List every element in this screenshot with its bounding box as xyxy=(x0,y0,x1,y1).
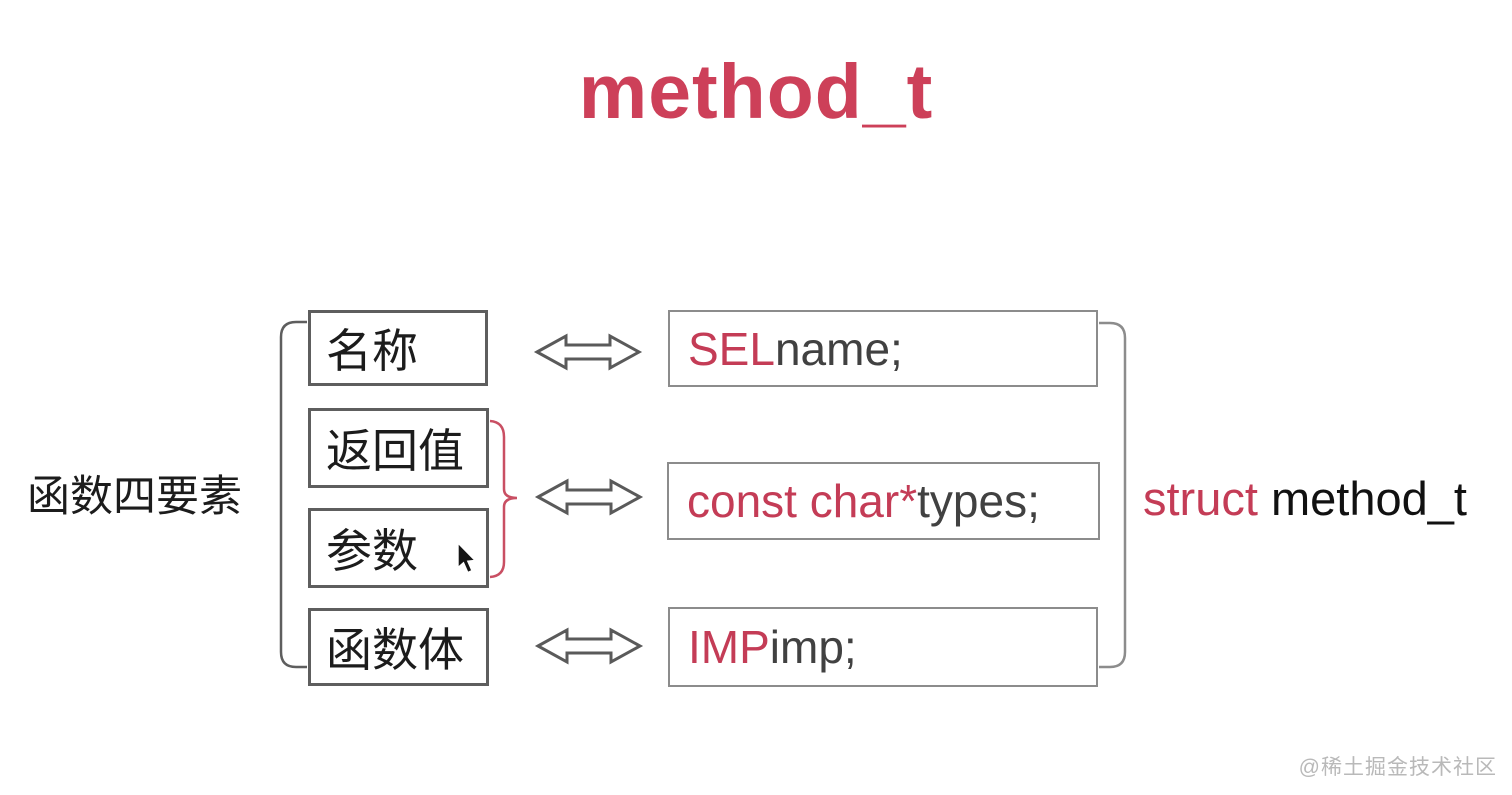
left-group-label: 函数四要素 xyxy=(27,473,242,521)
left-bracket xyxy=(279,320,307,669)
code-keyword: const char* xyxy=(687,475,918,527)
concept-label: 参数 xyxy=(326,525,418,577)
code-keyword: IMP xyxy=(688,621,770,673)
field-box-types: const char* types; xyxy=(667,462,1100,540)
code-rest: imp; xyxy=(769,621,857,673)
concept-box-return-value: 返回值 xyxy=(308,408,489,488)
struct-name: method_t xyxy=(1257,472,1467,525)
group-brace-return-params xyxy=(489,419,518,579)
double-arrow-types xyxy=(534,478,644,516)
concept-box-parameters: 参数 xyxy=(308,508,489,588)
concept-box-function-body: 函数体 xyxy=(308,608,489,686)
code-keyword: SEL xyxy=(688,322,775,375)
struct-name-label: struct method_t xyxy=(1143,471,1467,526)
code-rest: name; xyxy=(774,322,903,375)
page-title: method_t xyxy=(578,49,934,135)
concept-label: 返回值 xyxy=(326,425,464,477)
right-bracket xyxy=(1099,321,1127,669)
concept-box-name: 名称 xyxy=(308,310,488,386)
field-box-sel-name: SEL name; xyxy=(668,310,1098,387)
concept-label: 名称 xyxy=(326,325,418,377)
watermark: @稀土掘金技术社区 xyxy=(1298,756,1497,779)
double-arrow-imp xyxy=(534,627,644,665)
field-box-imp: IMP imp; xyxy=(668,607,1098,687)
struct-keyword: struct xyxy=(1143,472,1258,525)
code-rest: types; xyxy=(917,475,1040,527)
concept-label: 函数体 xyxy=(326,624,464,676)
double-arrow-name xyxy=(533,333,643,371)
